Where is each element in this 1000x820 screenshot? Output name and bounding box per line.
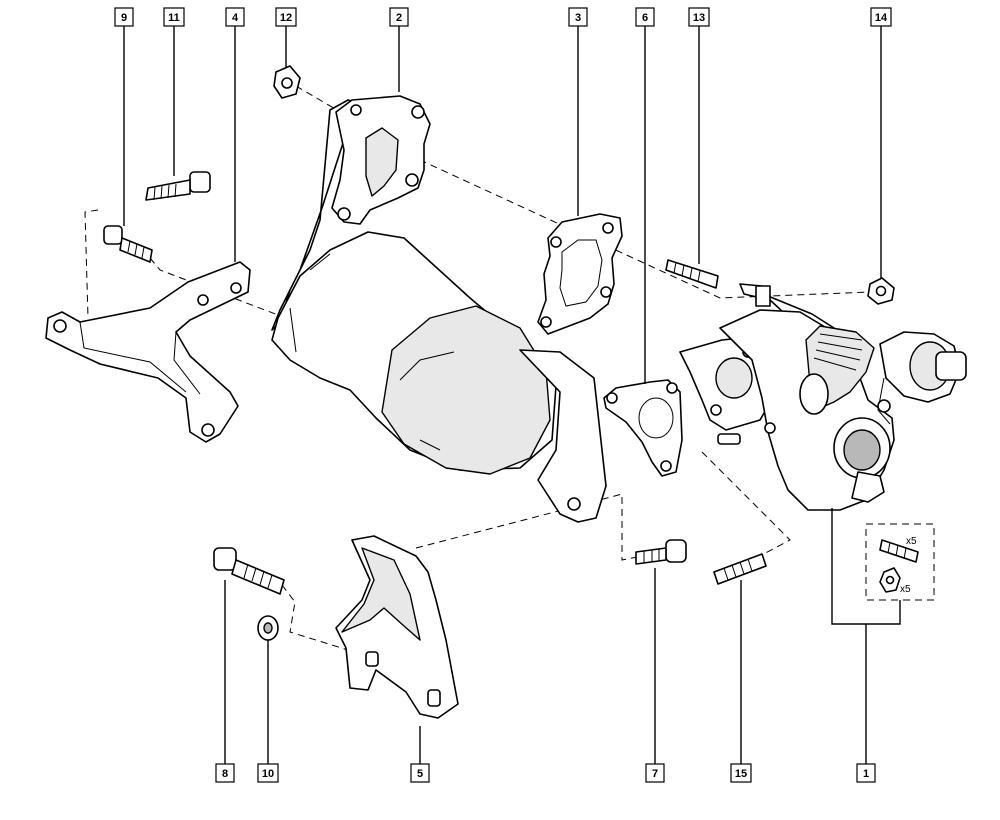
svg-text:15: 15 [735, 768, 747, 780]
callout-6: 6 [635, 7, 655, 27]
callout-4: 4 [225, 7, 245, 27]
part-15-stud [713, 553, 767, 585]
part-9-bolt [103, 225, 153, 263]
callout-7: 7 [645, 763, 665, 783]
svg-text:1: 1 [863, 768, 869, 780]
svg-text:8: 8 [222, 768, 228, 780]
callout-13: 13 [688, 7, 710, 27]
part-6-gasket [603, 379, 683, 477]
part-12-nut [273, 65, 301, 99]
callout-14: 14 [870, 7, 892, 27]
callout-9: 9 [114, 7, 134, 27]
kit-stud-quantity: x5 [906, 536, 917, 547]
callout-1: 1 [856, 763, 876, 783]
svg-text:13: 13 [693, 12, 705, 24]
svg-text:9: 9 [121, 12, 127, 24]
svg-text:3: 3 [575, 12, 581, 24]
svg-text:6: 6 [642, 12, 648, 24]
part-5-heat-shield [335, 535, 459, 719]
callout-5: 5 [410, 763, 430, 783]
part-7-bolt [635, 539, 687, 565]
part-11-bolt [145, 171, 211, 201]
callout-15: 15 [730, 763, 752, 783]
part-1-turbocharger [679, 283, 967, 511]
svg-text:10: 10 [262, 768, 274, 780]
svg-text:2: 2 [396, 12, 402, 24]
part-13-stud [665, 259, 719, 289]
part-3-gasket [537, 213, 623, 335]
kit-nut-quantity: x5 [900, 584, 911, 595]
part-14-nut [867, 277, 895, 305]
part-10-washer [257, 615, 279, 641]
svg-text:14: 14 [875, 12, 888, 24]
svg-text:5: 5 [417, 768, 423, 780]
leader-lines [123, 26, 901, 764]
svg-text:7: 7 [652, 768, 658, 780]
part-8-bolt [213, 547, 285, 595]
callout-2: 2 [389, 7, 409, 27]
svg-text:11: 11 [168, 12, 180, 24]
part-4-bracket [45, 261, 251, 443]
callout-10: 10 [257, 763, 279, 783]
callout-8: 8 [215, 763, 235, 783]
kit-box: x5 x5 [865, 523, 935, 601]
callout-12: 12 [275, 7, 297, 27]
svg-text:12: 12 [280, 12, 292, 24]
callout-3: 3 [568, 7, 588, 27]
svg-text:4: 4 [232, 12, 239, 24]
callout-11: 11 [163, 7, 185, 27]
part-2-exhaust-manifold-catalyst [271, 95, 607, 523]
